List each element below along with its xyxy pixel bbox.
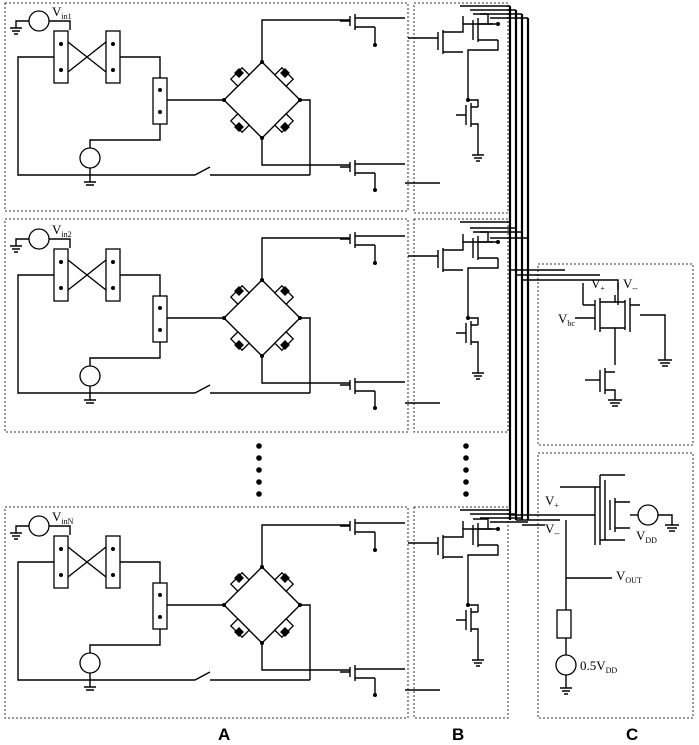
label-vout: VOUT (616, 568, 642, 585)
label-vminus-c2: V-- (545, 521, 560, 538)
label-vdd: VDD (636, 528, 657, 545)
ellipsis-dots-a (256, 443, 262, 497)
ellipsis-dots-b (463, 443, 469, 497)
label-vin2: Vin2 (52, 222, 72, 239)
label-vminus-c1: V-- (623, 276, 638, 293)
label-vplus-c1: V+ (591, 276, 605, 293)
label-vbc: Vbc (558, 311, 575, 328)
label-vinN: VinN (52, 509, 74, 526)
label-vplus-c2: V+ (545, 493, 559, 510)
label-half-vdd: 0.5VDD (580, 658, 617, 675)
section-label-a: A (218, 725, 230, 744)
label-vin1: Vin1 (52, 4, 72, 21)
section-label-c: C (626, 725, 638, 744)
section-label-b: B (452, 725, 464, 744)
